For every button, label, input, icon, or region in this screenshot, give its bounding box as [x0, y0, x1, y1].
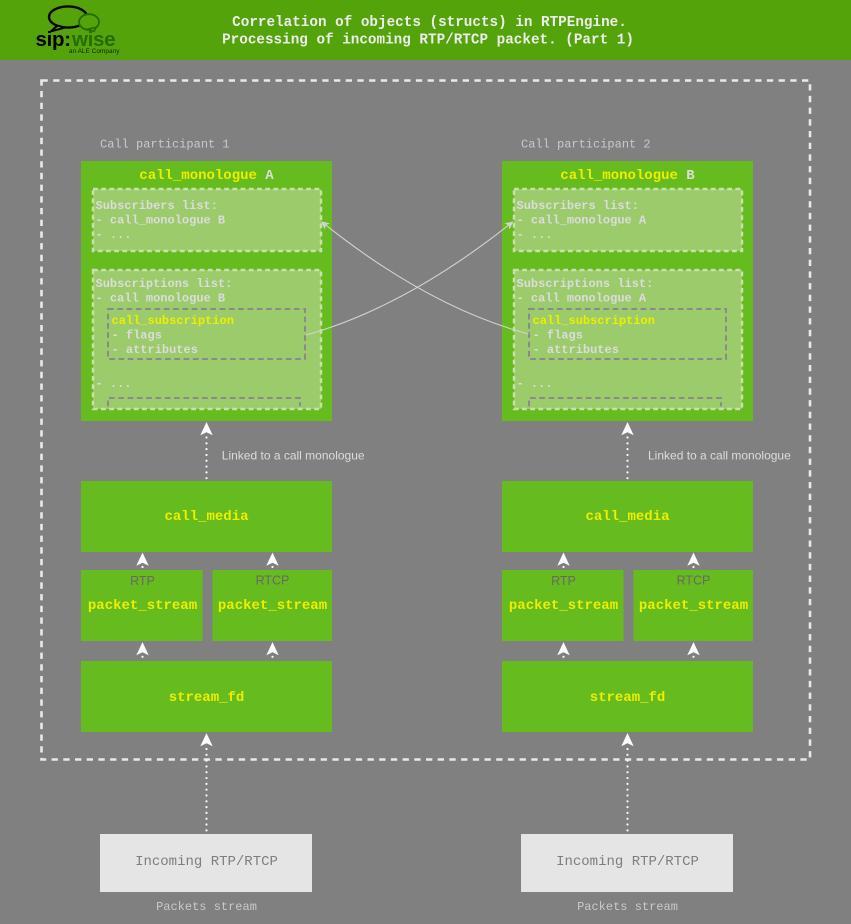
- svg-text:an ALE Company: an ALE Company: [69, 48, 120, 55]
- svg-text:Subscribers list:: Subscribers list:: [96, 199, 218, 213]
- svg-text:call_media: call_media: [585, 509, 670, 525]
- svg-text:RTCP: RTCP: [677, 574, 711, 588]
- svg-text:B: B: [678, 168, 695, 184]
- svg-text:- call_monologue B: - call_monologue B: [96, 213, 226, 227]
- svg-text:Correlation of objects (struct: Correlation of objects (structs) in RTPE…: [232, 15, 627, 31]
- svg-text:RTP: RTP: [551, 574, 576, 588]
- svg-text:- call monologue B: - call monologue B: [96, 291, 226, 305]
- svg-text:wise: wise: [71, 28, 115, 51]
- svg-text:- attributes: - attributes: [112, 343, 198, 357]
- svg-text:call_monologue: call_monologue: [560, 168, 678, 184]
- svg-text:packet_stream: packet_stream: [88, 598, 197, 614]
- svg-text:- ...: - ...: [517, 228, 553, 242]
- svg-text:- call_monologue A: - call_monologue A: [517, 213, 647, 227]
- svg-text:RTCP: RTCP: [256, 574, 290, 588]
- svg-text:- ...: - ...: [96, 228, 132, 242]
- svg-text:packet_stream: packet_stream: [639, 598, 748, 614]
- svg-text:call_subscription: call_subscription: [533, 314, 655, 328]
- svg-text:Incoming RTP/RTCP: Incoming RTP/RTCP: [556, 854, 699, 870]
- svg-text:Subscriptions list:: Subscriptions list:: [517, 277, 654, 291]
- svg-text:- flags: - flags: [112, 329, 162, 343]
- svg-text:- call monologue A: - call monologue A: [517, 291, 647, 305]
- svg-text:sip:: sip:: [36, 28, 71, 51]
- svg-text:Subscriptions list:: Subscriptions list:: [96, 277, 233, 291]
- svg-text:Call participant 1: Call participant 1: [100, 137, 230, 151]
- svg-text:- attributes: - attributes: [533, 343, 619, 357]
- svg-text:stream_fd: stream_fd: [169, 690, 245, 706]
- svg-text:Subscribers list:: Subscribers list:: [517, 199, 639, 213]
- svg-text:stream_fd: stream_fd: [590, 690, 666, 706]
- svg-text:call_subscription: call_subscription: [112, 314, 234, 328]
- svg-text:RTP: RTP: [130, 574, 155, 588]
- svg-text:Call participant 2: Call participant 2: [521, 137, 651, 151]
- svg-text:packet_stream: packet_stream: [509, 598, 618, 614]
- svg-text:Linked to a call monologue: Linked to a call monologue: [648, 449, 791, 463]
- svg-text:Packets stream: Packets stream: [577, 900, 678, 914]
- svg-text:Incoming RTP/RTCP: Incoming RTP/RTCP: [135, 854, 278, 870]
- svg-text:Packets stream: Packets stream: [156, 900, 257, 914]
- svg-text:- ...: - ...: [517, 377, 553, 391]
- svg-text:Linked to a call monologue: Linked to a call monologue: [222, 449, 365, 463]
- svg-text:- ...: - ...: [96, 377, 132, 391]
- svg-text:packet_stream: packet_stream: [218, 598, 327, 614]
- svg-text:call_monologue: call_monologue: [139, 168, 257, 184]
- svg-text:- flags: - flags: [533, 329, 583, 343]
- svg-text:call_media: call_media: [164, 509, 249, 525]
- svg-text:A: A: [257, 168, 274, 184]
- svg-text:Processing of incoming RTP/RTC: Processing of incoming RTP/RTCP packet. …: [222, 32, 634, 48]
